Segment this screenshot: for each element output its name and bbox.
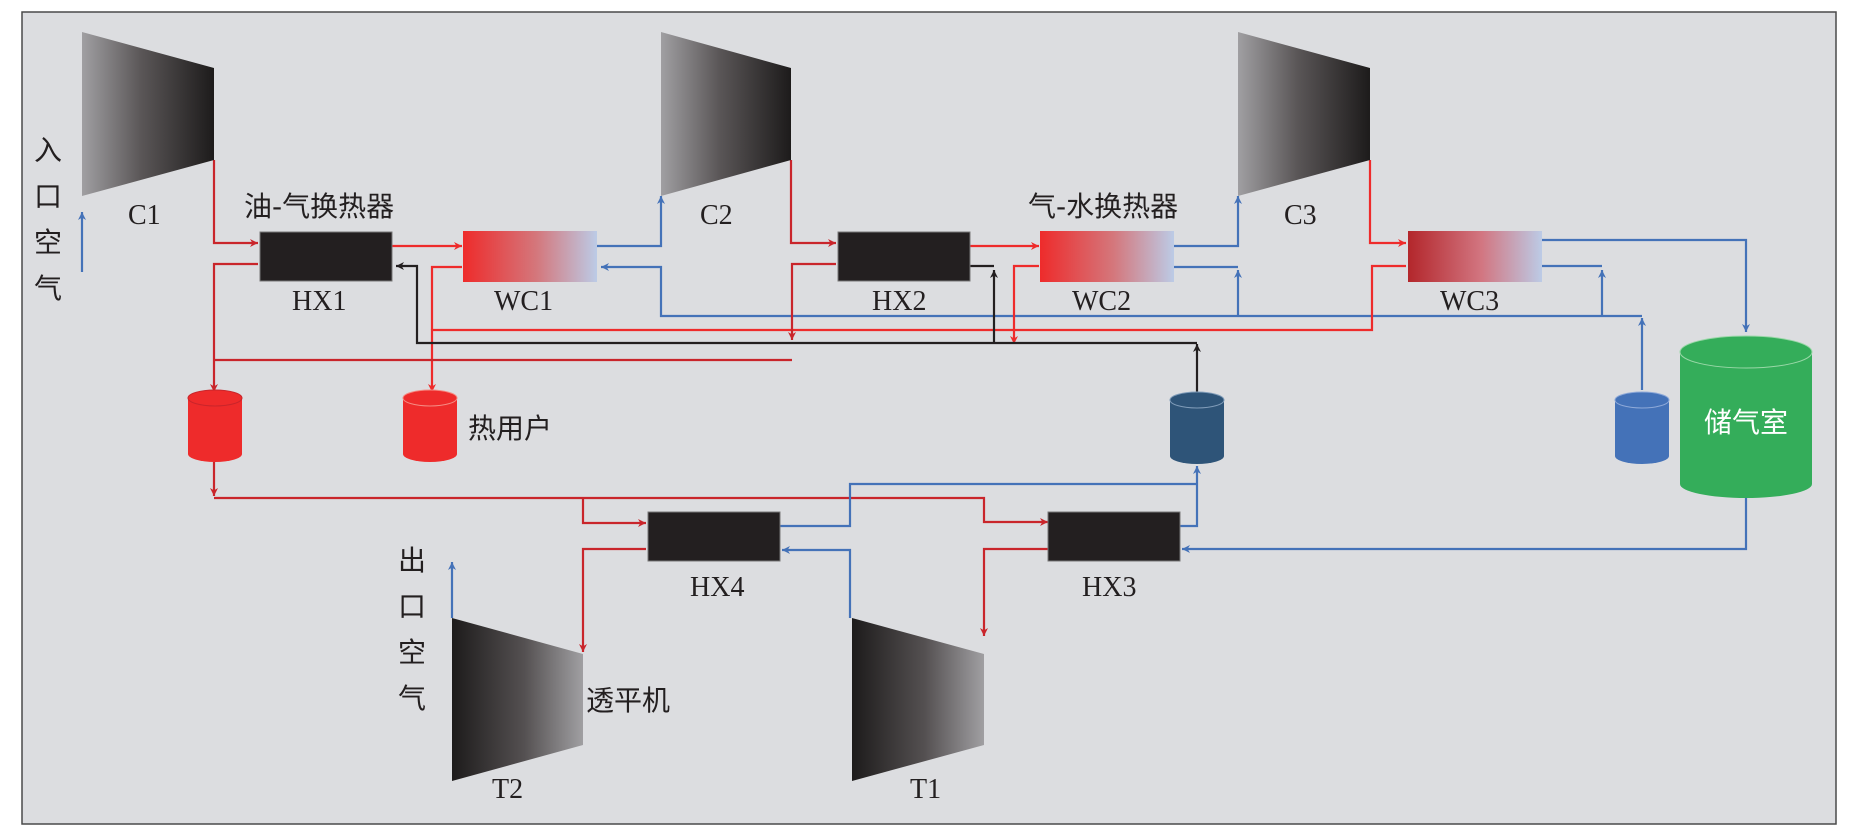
outlet-air-label: 出 口 空 气 — [398, 544, 426, 715]
heat-user-tank — [402, 389, 458, 462]
wc2: WC2 — [1040, 231, 1174, 317]
hx4: HX4 — [647, 511, 781, 603]
pipe-hx2-hot-oil — [788, 262, 836, 340]
inlet-air-char-4: 气 — [34, 272, 62, 305]
hx1-label: HX1 — [292, 286, 346, 317]
pipe-hx3-to-t1 — [980, 547, 1048, 636]
pipe-wc2-hot-water — [1010, 264, 1039, 344]
cold-water-tank-body — [1615, 400, 1669, 464]
compressor-c3-label: C3 — [1284, 200, 1317, 231]
inlet-air-char-3: 空 — [34, 226, 62, 259]
air-storage-top — [1679, 335, 1813, 369]
pipe-t1-to-hx4 — [782, 546, 852, 618]
pipe-wc1-to-c2 — [597, 196, 665, 248]
compressor-c3: C3 — [1238, 32, 1370, 231]
pipes — [78, 160, 1750, 652]
compressor-c2-shape — [661, 32, 791, 196]
hot-oil-tank-top — [187, 389, 243, 407]
turbine-t2-shape — [452, 618, 583, 781]
turbine-label: 透平机 — [586, 684, 670, 717]
outlet-air-char-2: 口 — [398, 590, 426, 623]
pipe-wc3-hot-water — [428, 264, 1406, 392]
compressor-c2-label: C2 — [700, 200, 733, 231]
compressor-c1-shape — [82, 32, 214, 196]
hx1: HX1 — [259, 231, 393, 317]
turbine-t1-shape — [852, 618, 984, 781]
outlet-air-char-1: 出 — [398, 544, 426, 577]
oil-gas-hx-label: 油-气换热器 — [244, 190, 394, 223]
wc3-label: WC3 — [1440, 286, 1499, 317]
outlet-air-char-4: 气 — [398, 682, 426, 715]
pipe-cold-water-header — [601, 263, 1642, 318]
compressor-c2: C2 — [661, 32, 791, 231]
pipe-storage-to-hx3 — [1182, 498, 1748, 553]
air-storage-body — [1680, 352, 1812, 498]
turbine-t1: T1 — [852, 618, 984, 805]
cold-water-tank — [1614, 391, 1670, 464]
hot-oil-tank — [187, 389, 243, 462]
pipe-hx1-hot-oil — [210, 262, 258, 392]
pipe-wc3-to-storage — [1542, 238, 1750, 332]
wc1-label: WC1 — [494, 286, 553, 317]
hx2-label: HX2 — [872, 286, 926, 317]
compressor-c3-shape — [1238, 32, 1370, 196]
air-storage-label: 储气室 — [1704, 406, 1788, 439]
wc2-label: WC2 — [1072, 286, 1131, 317]
inlet-air-char-2: 口 — [34, 180, 62, 213]
hx4-label: HX4 — [690, 572, 744, 603]
wc3-body — [1408, 231, 1542, 282]
pipe-c2-to-hx2 — [789, 160, 836, 247]
compressor-c1: C1 — [82, 32, 214, 231]
pipe-hx3-to-oil-tank — [1180, 466, 1201, 528]
cold-water-tank-top — [1614, 391, 1670, 409]
pipe-cold-oil-header — [396, 262, 1197, 345]
heat-user-tank-body — [403, 398, 457, 462]
inlet-air-label: 入 口 空 气 — [34, 134, 62, 305]
outlet-air-char-3: 空 — [398, 636, 426, 669]
air-storage-chamber: 储气室 — [1679, 335, 1813, 498]
pipe-hx4-to-t2 — [579, 547, 646, 652]
heat-user-label: 热用户 — [468, 412, 552, 445]
hx1-body — [259, 231, 393, 282]
pipe-hot-oil-to-hx4 — [581, 498, 646, 527]
wc3: WC3 — [1408, 231, 1542, 317]
cold-oil-tank-top — [1169, 391, 1225, 409]
hot-oil-tank-body — [188, 398, 242, 462]
cold-oil-tank-body — [1170, 400, 1224, 464]
hx2: HX2 — [837, 231, 971, 317]
pipe-hot-oil-supply — [214, 496, 1048, 526]
heat-user-tank-top — [402, 389, 458, 407]
wc1: WC1 — [463, 231, 597, 317]
hx3: HX3 — [1047, 511, 1181, 603]
compressor-c1-label: C1 — [128, 200, 161, 231]
hx3-body — [1047, 511, 1181, 562]
wc2-body — [1040, 231, 1174, 282]
pipe-hx4-to-oil-tank — [778, 482, 1197, 528]
hx4-body — [647, 511, 781, 562]
turbine-t2-label: T2 — [492, 774, 523, 805]
turbine-t2: T2 — [452, 618, 583, 805]
cold-oil-tank — [1169, 391, 1225, 464]
pipe-c3-to-wc3 — [1368, 160, 1406, 247]
wc1-body — [463, 231, 597, 282]
pipe-c1-to-hx1 — [212, 160, 258, 247]
inlet-air-char-1: 入 — [34, 134, 62, 167]
gas-water-hx-label: 气-水换热器 — [1028, 190, 1178, 223]
pipe-wc2-to-c3 — [1174, 196, 1242, 248]
turbine-t1-label: T1 — [910, 774, 941, 805]
hx2-body — [837, 231, 971, 282]
pipe-wc1-hot-water — [430, 265, 462, 330]
hx3-label: HX3 — [1082, 572, 1136, 603]
